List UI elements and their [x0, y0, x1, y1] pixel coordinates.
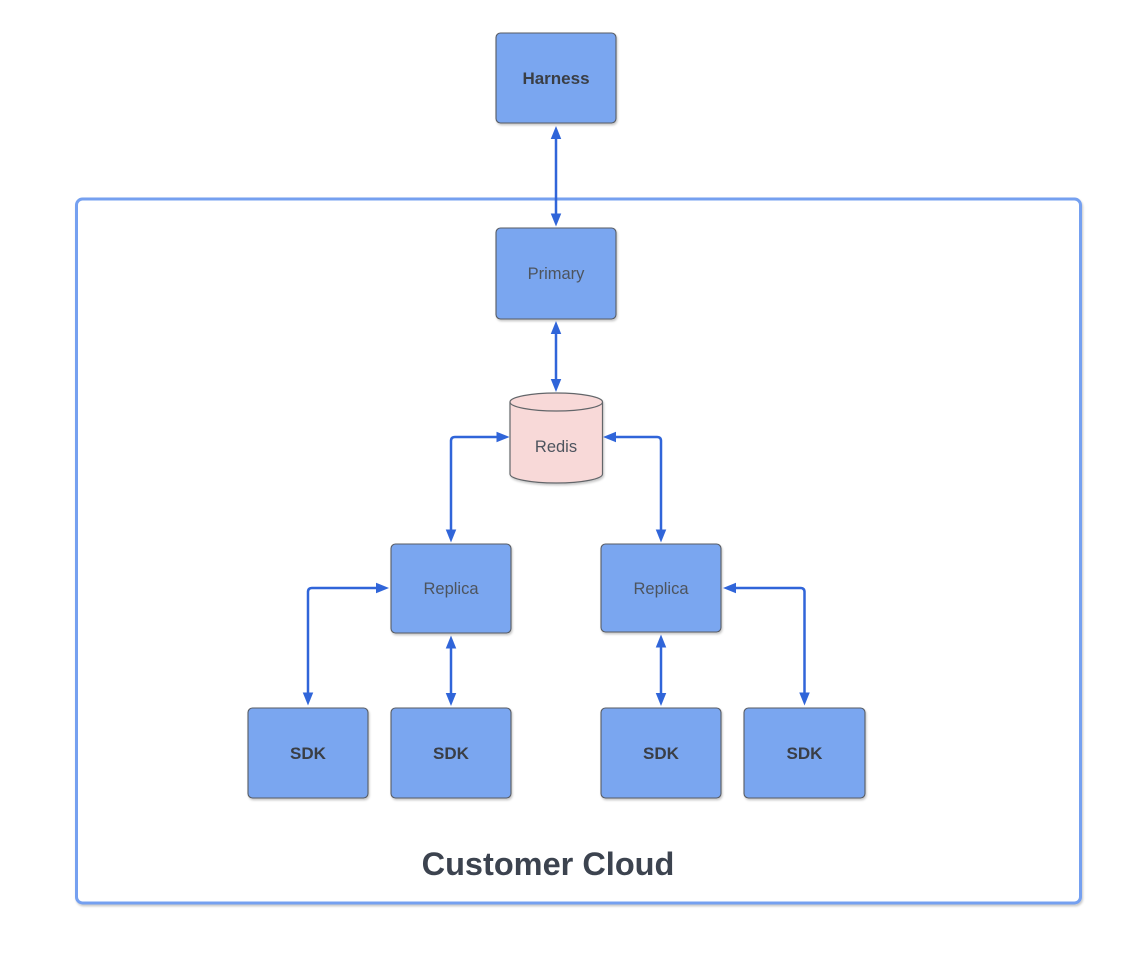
svg-text:Primary: Primary [528, 265, 586, 283]
svg-text:Replica: Replica [633, 580, 689, 598]
svg-text:Harness: Harness [522, 69, 589, 88]
svg-text:SDK: SDK [290, 744, 327, 763]
svg-text:SDK: SDK [787, 744, 824, 763]
svg-text:Replica: Replica [423, 580, 479, 598]
svg-text:Redis: Redis [535, 438, 577, 456]
svg-text:SDK: SDK [643, 744, 680, 763]
svg-text:SDK: SDK [433, 744, 470, 763]
svg-text:Customer Cloud: Customer Cloud [422, 846, 675, 882]
